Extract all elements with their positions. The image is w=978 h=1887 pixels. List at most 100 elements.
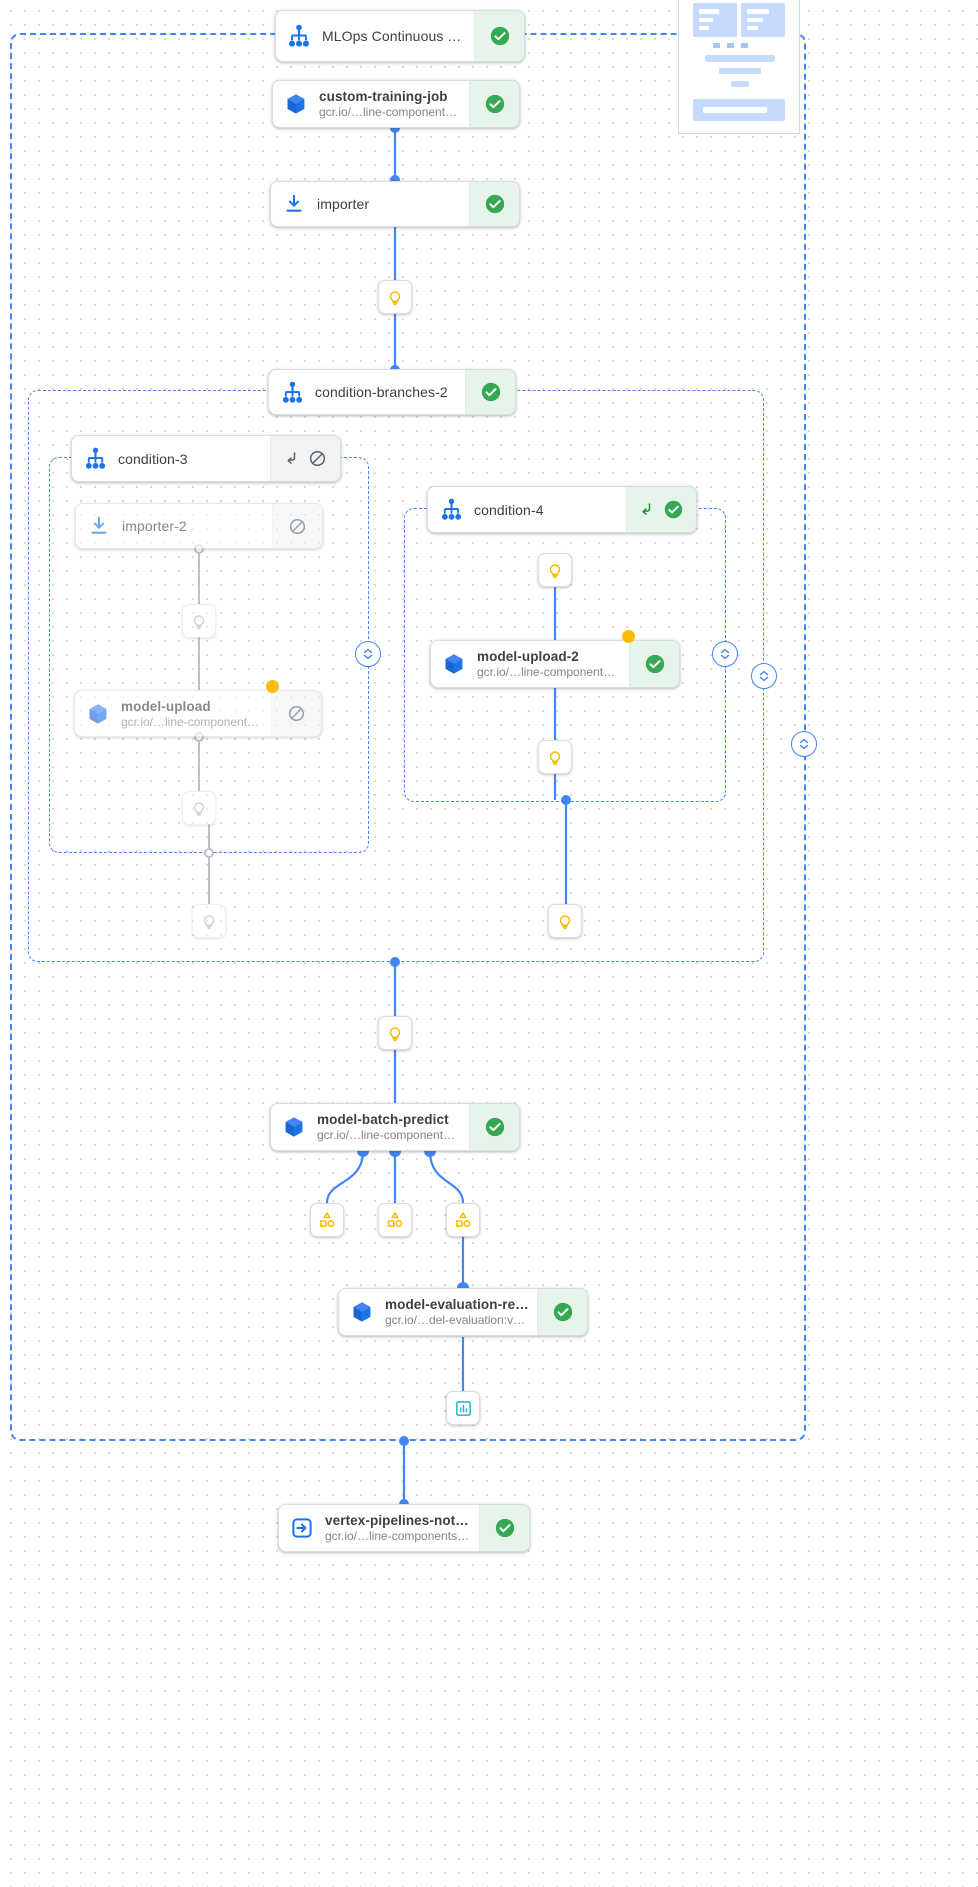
node-title: condition-branches-2	[315, 384, 448, 400]
node-model-batch-predict[interactable]: model-batch-predict gcr.io/…line-compone…	[270, 1103, 520, 1151]
node-model-evaluation-regression[interactable]: model-evaluation-regres… gcr.io/…del-eva…	[338, 1288, 588, 1336]
node-title: model-evaluation-regres…	[385, 1297, 529, 1312]
chip-artifact-importer2-out[interactable]	[182, 604, 216, 638]
node-title: importer-2	[122, 518, 187, 534]
chip-dataset-batch-predict-3[interactable]	[446, 1203, 480, 1237]
dataset-shapes-icon	[319, 1212, 335, 1228]
node-title: MLOps Continuous Traini…	[322, 28, 466, 44]
chip-artifact-branches-out[interactable]	[378, 1016, 412, 1050]
node-text-block: custom-training-job gcr.io/…line-compone…	[319, 89, 469, 119]
check-circle-icon	[481, 382, 500, 402]
graph-minimap[interactable]	[678, 0, 800, 134]
chevron-collapse-icon	[363, 648, 373, 660]
node-subtitle: gcr.io/…line-components:2.6.0	[325, 1529, 471, 1543]
container-cube-icon	[271, 1104, 317, 1150]
node-condition-branches-2[interactable]: condition-branches-2	[268, 369, 516, 415]
node-text-block: MLOps Continuous Traini…	[322, 28, 474, 44]
node-pipeline-root[interactable]: MLOps Continuous Traini…	[275, 10, 525, 62]
node-title: model-batch-predict	[317, 1112, 449, 1127]
lightbulb-icon	[549, 564, 561, 578]
minimap-node-b2	[747, 18, 763, 22]
status-badge-succeeded	[465, 370, 515, 414]
node-title: condition-3	[118, 450, 188, 467]
node-subtitle: gcr.io/…line-components:2.6.0	[121, 714, 263, 729]
node-title: model-upload	[121, 698, 211, 714]
node-text-block: model-evaluation-regres… gcr.io/…del-eva…	[385, 1297, 537, 1327]
chip-artifact-condition3-out[interactable]	[192, 904, 226, 938]
status-badge-succeeded	[474, 11, 524, 61]
minimap-bar-2	[727, 43, 734, 48]
pipeline-hierarchy-icon	[269, 370, 315, 414]
minimap-row-bottom-line	[703, 107, 767, 113]
lightbulb-icon	[559, 915, 571, 929]
status-badge-skipped[interactable]	[270, 436, 340, 481]
node-vertex-pipelines-notification[interactable]: vertex-pipelines-notificat… gcr.io/…line…	[278, 1504, 530, 1552]
lightbulb-icon	[389, 1027, 401, 1041]
minimap-node-a2	[699, 18, 713, 22]
node-subtitle: gcr.io/…line-components:2.6.0	[319, 105, 461, 119]
enter-subgraph-icon	[287, 451, 296, 464]
enter-subgraph-icon	[642, 502, 651, 515]
chip-artifact-model-upload-out[interactable]	[182, 791, 216, 825]
node-subtitle: gcr.io/…line-components:2.6.0	[477, 665, 621, 679]
check-circle-icon	[553, 1302, 572, 1322]
status-badge-skipped	[271, 691, 321, 736]
status-badge-succeeded	[469, 81, 519, 127]
block-circle-icon	[289, 518, 306, 534]
chip-artifact-condition4-branch[interactable]	[548, 904, 582, 938]
status-badge-succeeded	[469, 182, 519, 226]
container-cube-icon	[431, 641, 477, 687]
chip-metrics-evaluation-out[interactable]	[446, 1391, 480, 1425]
node-text-block: model-upload-2 gcr.io/…line-components:2…	[477, 649, 629, 679]
block-circle-icon	[288, 705, 305, 722]
chip-dataset-batch-predict-1[interactable]	[310, 1203, 344, 1237]
minimap-bar-1	[713, 43, 720, 48]
chevron-collapse-icon	[720, 648, 730, 660]
check-circle-icon	[485, 1117, 504, 1137]
status-badge-succeeded	[629, 641, 679, 687]
node-model-upload-2[interactable]: model-upload-2 gcr.io/…line-components:2…	[430, 640, 680, 688]
check-circle-icon	[645, 654, 664, 674]
pipeline-hierarchy-icon	[72, 436, 118, 481]
status-badge-skipped	[272, 504, 322, 548]
import-download-icon	[76, 504, 122, 548]
collapse-handle-condition-4[interactable]	[712, 641, 738, 667]
node-text-block: importer-2	[122, 518, 272, 534]
chip-artifact-after-importer[interactable]	[378, 280, 412, 314]
node-importer[interactable]: importer	[270, 181, 520, 227]
chip-artifact-model-upload2-out[interactable]	[538, 740, 572, 774]
node-text-block: condition-branches-2	[315, 384, 465, 400]
node-model-upload[interactable]: model-upload gcr.io/…line-components:2.6…	[74, 690, 322, 737]
node-condition-4[interactable]: condition-4	[427, 486, 697, 533]
collapse-handle-condition-branches-2[interactable]	[751, 663, 777, 689]
check-circle-icon	[495, 1518, 514, 1538]
node-subtitle: gcr.io/…line-components:2.6.0	[317, 1128, 461, 1142]
node-text-block: model-upload gcr.io/…line-components:2.6…	[121, 699, 271, 729]
status-badge-succeeded[interactable]	[626, 487, 696, 532]
check-circle-icon	[664, 500, 683, 519]
minimap-bar-3	[741, 43, 748, 48]
lightbulb-icon	[193, 802, 205, 816]
collapse-handle-condition-3[interactable]	[355, 641, 381, 667]
collapse-handle-pipeline-root[interactable]	[791, 731, 817, 757]
dataset-shapes-icon	[387, 1212, 403, 1228]
warning-dot-model-upload	[266, 680, 279, 693]
node-condition-3[interactable]: condition-3	[71, 435, 341, 482]
node-text-block: condition-4	[474, 502, 626, 518]
node-title: model-upload-2	[477, 649, 579, 664]
chip-artifact-condition4-in[interactable]	[538, 553, 572, 587]
lightbulb-icon	[549, 751, 561, 765]
block-circle-icon	[309, 450, 326, 467]
chevron-collapse-icon	[759, 670, 769, 682]
import-download-icon	[271, 182, 317, 226]
minimap-node-b3	[747, 26, 758, 30]
node-title: importer	[317, 196, 370, 212]
node-text-block: importer	[317, 196, 469, 212]
status-badge-succeeded	[479, 1505, 529, 1551]
node-importer-2[interactable]: importer-2	[75, 503, 323, 549]
node-custom-training-job[interactable]: custom-training-job gcr.io/…line-compone…	[272, 80, 520, 128]
chip-dataset-batch-predict-2[interactable]	[378, 1203, 412, 1237]
minimap-row-wide	[705, 55, 775, 62]
dataset-shapes-icon	[455, 1212, 471, 1228]
